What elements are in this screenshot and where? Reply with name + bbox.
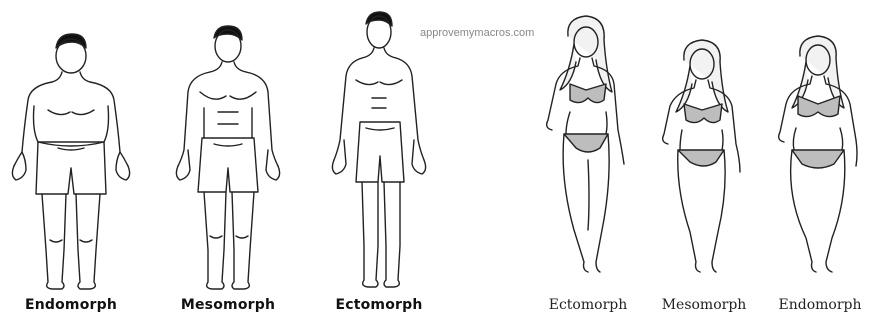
label-male-ectomorph: Ectomorph	[335, 297, 422, 313]
male-mesomorph-figure	[176, 26, 279, 289]
male-endomorph-figure	[12, 34, 129, 289]
female-mesomorph-figure	[663, 40, 740, 272]
male-ectomorph-figure	[332, 12, 425, 287]
label-male-endomorph: Endomorph	[25, 297, 117, 313]
female-endomorph-figure	[779, 36, 857, 272]
label-female-mesomorph: Mesomorph	[662, 297, 747, 313]
watermark-text: approvemymacros.com	[420, 27, 534, 39]
label-female-endomorph: Endomorph	[778, 297, 861, 313]
female-ectomorph-figure	[547, 16, 624, 272]
label-female-ectomorph: Ectomorph	[549, 297, 628, 313]
label-male-mesomorph: Mesomorph	[181, 297, 275, 313]
